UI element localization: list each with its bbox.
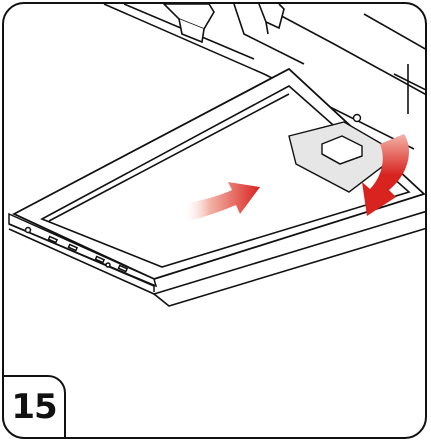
hood-filter-illustration bbox=[8, 4, 425, 307]
hood-body bbox=[103, 4, 425, 150]
top-bracket bbox=[258, 4, 285, 35]
step-number: 15 bbox=[11, 387, 57, 427]
hood-underside bbox=[8, 210, 425, 307]
step-number-badge: 15 bbox=[2, 375, 66, 439]
red-curved-arrow-push-filter bbox=[182, 182, 260, 222]
top-handle bbox=[162, 4, 215, 44]
red-curved-arrow-rotate-down bbox=[362, 134, 409, 216]
side-rail bbox=[8, 212, 158, 292]
filter-latch bbox=[288, 113, 401, 193]
illustration-frame bbox=[2, 2, 427, 439]
